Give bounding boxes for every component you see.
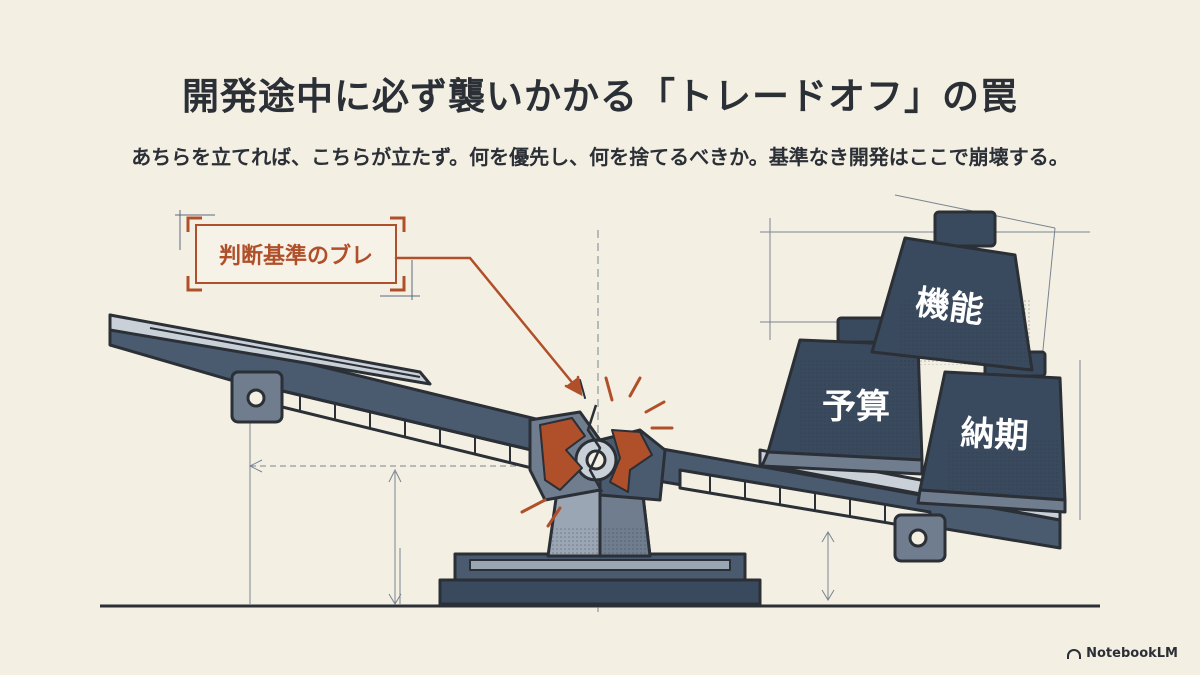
impact-sparks bbox=[520, 376, 674, 528]
callout-label: 判断基準のブレ bbox=[219, 243, 373, 269]
callout-arrow bbox=[394, 256, 583, 397]
weight-deadline bbox=[916, 350, 1067, 514]
callout-frame bbox=[175, 210, 420, 300]
brand-name: NotebookLM bbox=[1086, 646, 1178, 661]
brand-watermark: NotebookLM bbox=[1067, 646, 1178, 661]
weight-label-deadline: 納期 bbox=[960, 413, 1030, 457]
crack-damage bbox=[539, 404, 653, 493]
slide-title: 開発途中に必ず襲いかかる「トレードオフ」の罠 bbox=[182, 75, 1018, 118]
weight-features bbox=[870, 210, 1034, 372]
weight-label-features: 機能 bbox=[913, 283, 986, 332]
left-beam bbox=[108, 313, 542, 472]
scale-base bbox=[438, 552, 762, 606]
weight-label-budget: 予算 bbox=[822, 387, 890, 427]
weight-budget bbox=[760, 316, 924, 476]
notebooklm-logo-icon bbox=[1067, 648, 1082, 659]
slide-subtitle: あちらを立てれば、こちらが立たず。何を優先し、何を捨てるべきか。基準なき開発はこ… bbox=[131, 145, 1069, 169]
